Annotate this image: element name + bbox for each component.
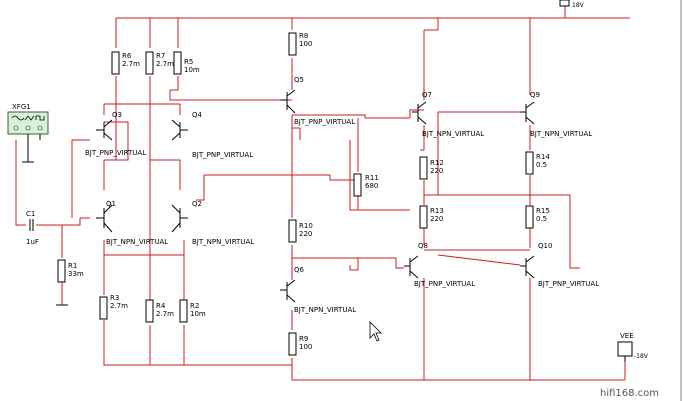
q9-ref: Q9 [530, 91, 540, 99]
vcc-value: 18V [572, 2, 585, 9]
vcc-source[interactable] [559, 0, 570, 7]
r4-value: 2.7m [156, 310, 174, 318]
r13-ref: R13 [430, 207, 444, 215]
q1-ref: Q1 [106, 200, 116, 208]
r10-ref: R10 [299, 222, 313, 230]
r9-ref: R9 [299, 335, 308, 343]
vee-label: VEE [620, 332, 634, 340]
r14-value: 0.5 [536, 161, 547, 169]
q10-ref: Q10 [538, 242, 552, 250]
q9-model: BJT_NPN_VIRTUAL [530, 130, 592, 138]
r7-ref: R7 [156, 52, 165, 60]
q3-model: BJT_PNP_VIRTUAL [85, 149, 146, 157]
resistor-bodies [57, 32, 534, 356]
r13-value: 220 [430, 215, 443, 223]
r12-ref: R12 [430, 159, 444, 167]
r3-value: 2.7m [110, 302, 128, 310]
r1-value: 33m [68, 270, 84, 278]
q6-model: BJT_NPN_VIRTUAL [294, 306, 356, 314]
q4-model: BJT_PNP_VIRTUAL [192, 151, 253, 159]
c1-value: 1uF [26, 238, 39, 246]
q6-ref: Q6 [294, 266, 305, 274]
mouse-cursor-icon [369, 321, 382, 342]
r12-value: 220 [430, 167, 443, 175]
r15-ref: R15 [536, 207, 550, 215]
q4-ref: Q4 [192, 111, 203, 119]
r8-ref: R8 [299, 32, 308, 40]
q7-model: BJT_NPN_VIRTUAL [422, 130, 484, 138]
r6-ref: R6 [122, 52, 132, 60]
r4-ref: R4 [156, 302, 166, 310]
r8-value: 100 [299, 40, 312, 48]
vee-value: -18V [634, 353, 649, 360]
r9-value: 100 [299, 343, 312, 351]
vee-source[interactable] [617, 341, 633, 362]
r15-value: 0.5 [536, 215, 547, 223]
function-generator-xfg1[interactable] [7, 111, 49, 163]
capacitor-c1[interactable] [29, 219, 34, 231]
resistor-labels: R6 2.7m R7 2.7m R5 10m R8 100 R11 680 R1… [68, 32, 550, 351]
q2-ref: Q2 [192, 200, 202, 208]
q8-ref: Q8 [418, 242, 428, 250]
r5-ref: R5 [184, 58, 193, 66]
r6-value: 2.7m [122, 60, 140, 68]
r14-ref: R14 [536, 153, 550, 161]
watermark: hifi168.com [600, 388, 659, 399]
q7-ref: Q7 [422, 91, 432, 99]
q1-model: BJT_NPN_VIRTUAL [106, 238, 168, 246]
q5-ref: Q5 [294, 76, 304, 84]
q5-model: BJT_PNP_VIRTUAL [294, 118, 355, 126]
q10-model: BJT_PNP_VIRTUAL [538, 280, 599, 288]
transistor-labels: Q3 BJT_PNP_VIRTUAL Q4 BJT_PNP_VIRTUAL Q1… [85, 76, 599, 314]
r2-value: 10m [190, 310, 206, 318]
r10-value: 220 [299, 230, 312, 238]
r5-value: 10m [184, 66, 200, 74]
r1-ref: R1 [68, 262, 77, 270]
transistor-symbols [96, 89, 535, 303]
c1-ref: C1 [26, 210, 35, 218]
generator-label: XFG1 [12, 103, 31, 111]
q2-model: BJT_NPN_VIRTUAL [192, 238, 254, 246]
r11-value: 680 [365, 182, 378, 190]
r11-ref: R11 [365, 174, 379, 182]
q8-model: BJT_PNP_VIRTUAL [414, 280, 475, 288]
q3-ref: Q3 [112, 111, 122, 119]
r7-value: 2.7m [156, 60, 174, 68]
wire-network [15, 6, 630, 381]
r2-ref: R2 [190, 302, 199, 310]
r3-ref: R3 [110, 294, 119, 302]
